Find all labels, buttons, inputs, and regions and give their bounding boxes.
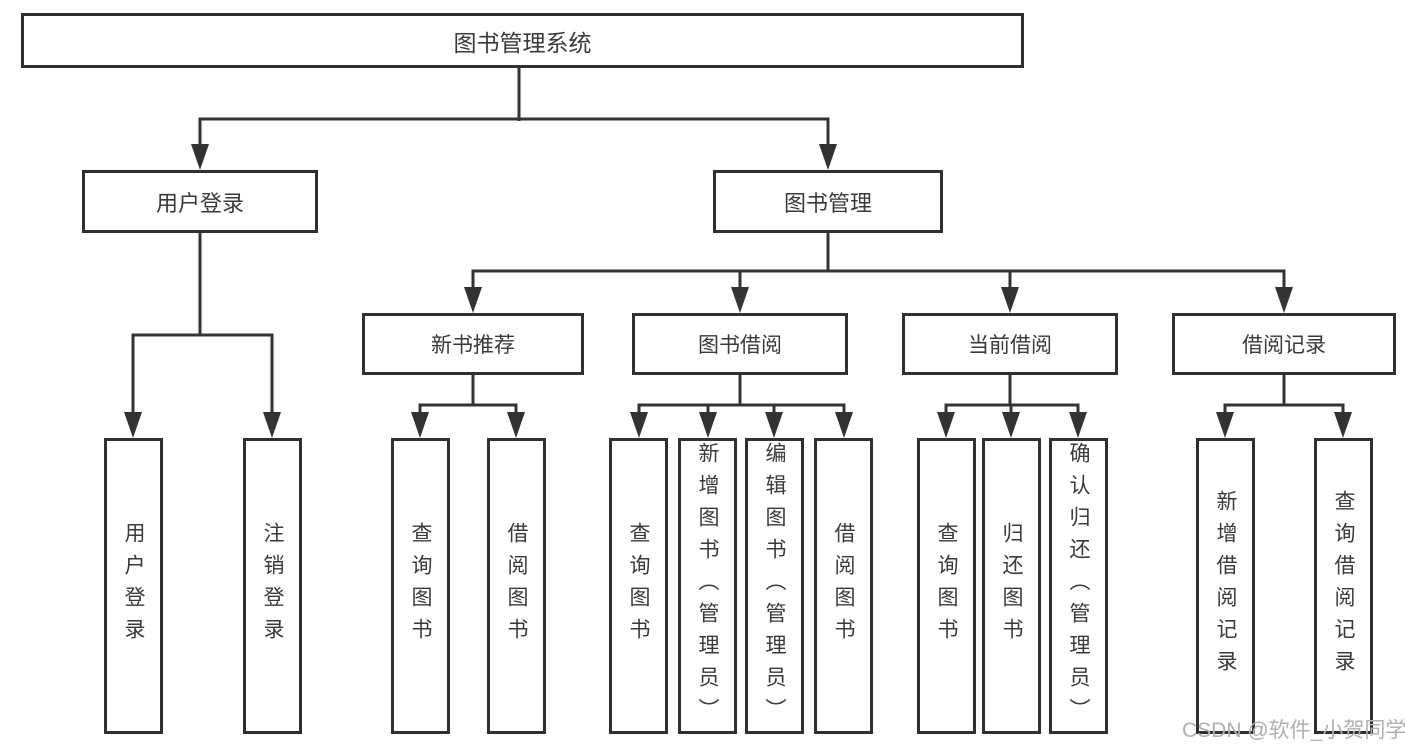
arrowhead: [191, 144, 209, 170]
node-borrowing-records: 借阅记录: [1172, 313, 1396, 375]
leaf-borrowing-query-books: 查询图书: [609, 438, 668, 734]
node-label: 图书管理: [783, 190, 872, 216]
node-current-borrowing: 当前借阅: [902, 313, 1118, 375]
node-book-management: 图书管理: [713, 170, 943, 233]
leaf-label: 新增图书（管理员）: [696, 442, 719, 730]
arrowhead: [464, 287, 482, 313]
node-label: 借阅记录: [1242, 334, 1326, 357]
leaf-borrowing-edit-books-admin: 编辑图书（管理员）: [745, 438, 804, 734]
arrowhead: [937, 412, 955, 438]
leaf-label: 借阅图书: [832, 522, 855, 650]
arrowhead: [1001, 287, 1019, 313]
connector-root-to-branches: [198, 68, 830, 147]
node-label: 用户登录: [155, 190, 244, 216]
leaf-user-login: 用户登录: [104, 438, 163, 734]
arrowhead: [124, 412, 142, 438]
node-user-login: 用户登录: [82, 170, 318, 233]
leaf-label: 借阅图书: [505, 522, 528, 650]
leaf-label: 新增借阅记录: [1214, 490, 1237, 682]
leaf-label: 查询图书: [409, 522, 432, 650]
arrowhead: [699, 412, 717, 438]
arrowhead: [1069, 412, 1087, 438]
leaf-label: 查询借阅记录: [1332, 490, 1355, 682]
arrowhead: [819, 144, 837, 170]
leaf-records-add-record: 新增借阅记录: [1196, 438, 1255, 734]
node-label: 新书推荐: [431, 334, 515, 357]
arrowhead: [1334, 412, 1352, 438]
leaf-label: 用户登录: [122, 522, 145, 650]
arrowhead: [411, 412, 429, 438]
connector-user-login-to-leaves: [131, 233, 274, 416]
arrowhead: [507, 412, 525, 438]
leaf-logout-login: 注销登录: [243, 438, 302, 734]
arrowhead: [731, 287, 749, 313]
leaf-borrowing-borrow-books: 借阅图书: [814, 438, 873, 734]
node-book-borrowing: 图书借阅: [632, 313, 848, 375]
leaf-label: 编辑图书（管理员）: [763, 442, 786, 730]
arrowhead: [630, 412, 648, 438]
connector-records-to-leaves: [1223, 375, 1345, 416]
leaf-label: 查询图书: [935, 522, 958, 650]
arrowhead: [1002, 412, 1020, 438]
arrowhead: [263, 412, 281, 438]
leaf-records-query-record: 查询借阅记录: [1314, 438, 1373, 734]
leaf-label: 查询图书: [627, 522, 650, 650]
arrowhead: [1216, 412, 1234, 438]
connector-newbooks-to-leaves: [418, 375, 518, 416]
arrowhead: [765, 412, 783, 438]
connector-current-to-leaves: [944, 375, 1080, 416]
leaf-current-confirm-return-admin: 确认归还（管理员）: [1049, 438, 1108, 734]
leaf-label: 确认归还（管理员）: [1067, 442, 1090, 730]
arrowhead: [1275, 287, 1293, 313]
leaf-label: 归还图书: [1000, 522, 1023, 650]
connector-book-mgmt-to-sections: [471, 233, 1286, 291]
node-label: 当前借阅: [968, 334, 1052, 357]
node-root-library-system: 图书管理系统: [21, 13, 1024, 68]
leaf-current-query-books: 查询图书: [917, 438, 976, 734]
arrowhead: [835, 412, 853, 438]
leaf-newbooks-borrow-books: 借阅图书: [487, 438, 546, 734]
leaf-newbooks-query-books: 查询图书: [391, 438, 450, 734]
leaf-current-return-books: 归还图书: [982, 438, 1041, 734]
connector-borrowing-to-leaves: [637, 375, 846, 416]
node-label: 图书管理系统: [453, 29, 592, 56]
node-label: 图书借阅: [698, 334, 782, 357]
node-new-book-recommend: 新书推荐: [362, 313, 584, 375]
leaf-label: 注销登录: [261, 522, 284, 650]
leaf-borrowing-add-books-admin: 新增图书（管理员）: [678, 438, 737, 734]
